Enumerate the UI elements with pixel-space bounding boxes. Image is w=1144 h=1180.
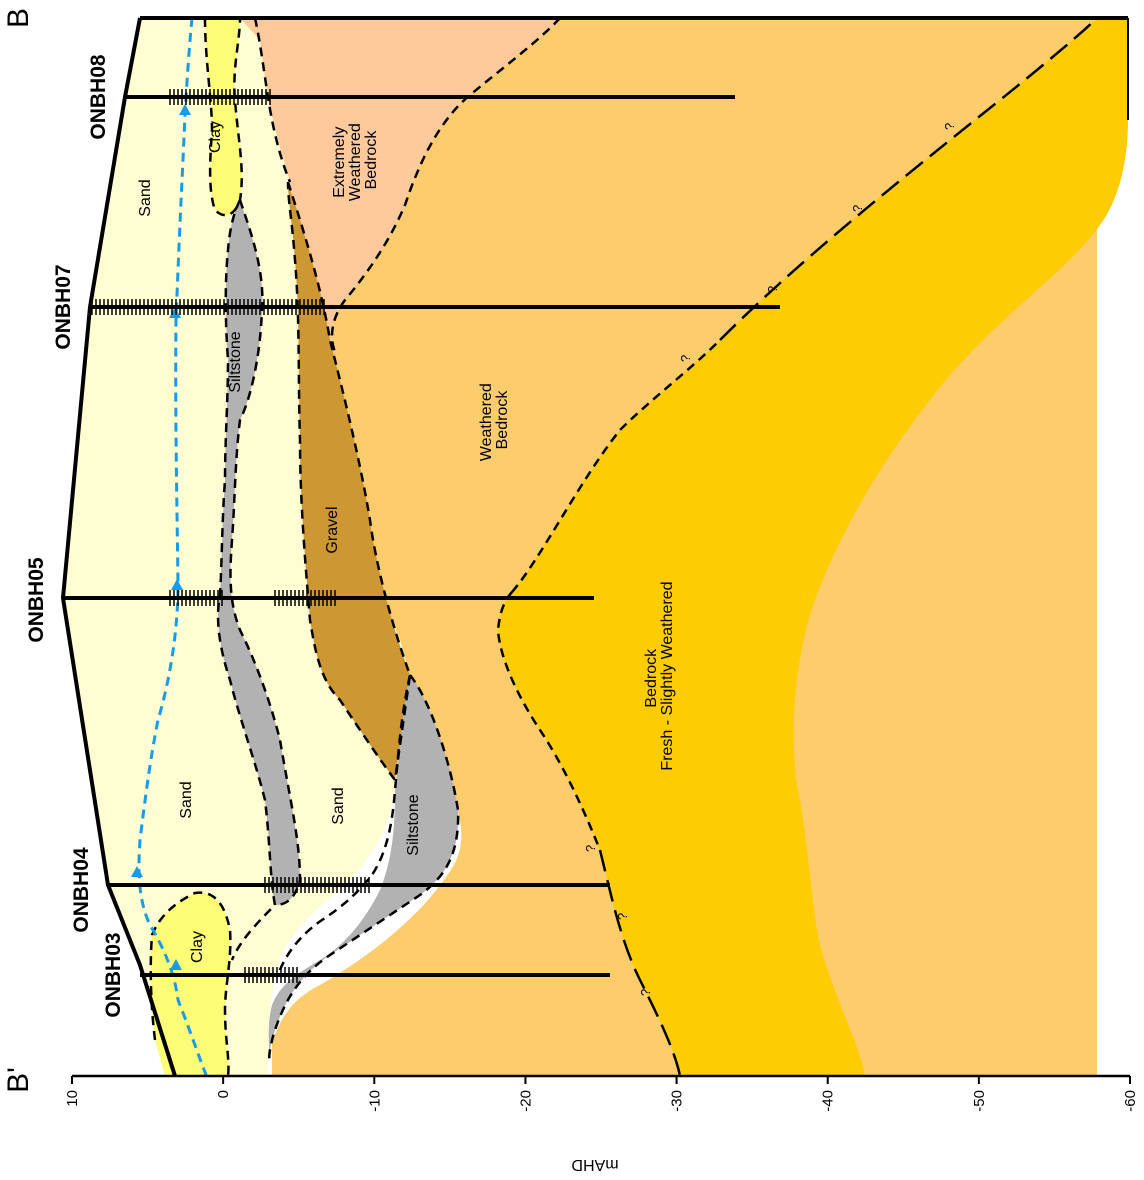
uncertainty-mark: ? [850,205,865,212]
water-table-marker [179,104,191,115]
water-table-marker [171,579,183,590]
axis-tick-label: -60 [1122,1090,1139,1112]
uncertainty-mark: ? [638,989,653,996]
uncertainty-mark: ? [678,355,693,362]
unit-label-siltstone-lower: Siltstone [405,794,422,855]
water-table-marker [169,307,181,318]
unit-label-gravel: Gravel [324,506,341,553]
ext-weathered-base-boundary [253,17,292,183]
unit-label-extremely-weathered: Extremely Weathered Bedrock [331,119,380,201]
clay-left-unit [150,892,231,1076]
bedrock-contact [598,17,1098,1077]
siltstone-upper-unit [218,200,300,905]
clay-right-unit [205,18,242,216]
axis-tick-label: -30 [669,1090,686,1112]
labels: B' B ONBH03 ONBH04 ONBH05 ONBH07 ONBH08 … [2,8,957,1093]
unit-label-weathered-line: Weathered [478,383,495,461]
unit-label-clay-left: Clay [189,931,206,963]
borehole-screens [91,89,370,983]
axis-tick-label: -20 [517,1090,534,1112]
unit-label-bedrock-line: Bedrock [643,648,660,708]
water-table-marker [131,866,143,877]
unit-label-siltstone-upper: Siltstone [227,331,244,392]
uncertainty-mark: ? [765,286,780,293]
unit-label-clay-right: Clay [207,121,224,153]
section-end-right: B [2,8,35,28]
unit-label-extremely-weathered-line: Extremely [331,127,348,198]
sand-lower-boundary [276,674,412,976]
gravel-unit [288,182,410,780]
axis-tick-label: 10 [64,1090,81,1107]
axis-tick-label: -50 [971,1090,988,1112]
borehole-label-onbh08: ONBH08 [87,54,110,140]
gravel-boundary [286,181,412,784]
unit-label-sand-lower: Sand [330,787,347,824]
axis-tick-label: -40 [820,1090,837,1112]
unit-label-sand-upper-right: Sand [137,179,154,216]
siltstone-lower-unit [268,675,459,1060]
siltstone-upper-top-boundary [216,199,277,961]
unit-label-weathered-line: Bedrock [494,390,511,450]
weathered-base-boundary-lower [496,591,602,851]
axis-tick-label: -10 [366,1090,383,1112]
unit-label-sand-upper-left: Sand [178,781,195,818]
uncertainty-mark: ? [615,913,630,920]
water-table [131,17,210,1081]
borehole-label-onbh04: ONBH04 [70,847,93,933]
unit-label-extremely-weathered-line: Weathered [347,123,364,201]
section-end-left: B' [2,1067,35,1093]
weathered-base-boundary-upper [511,339,721,593]
bedrock-contact-upper [719,17,1098,341]
uncertainty-mark: ? [942,123,957,130]
unit-label-weathered: Weathered Bedrock [478,379,511,461]
unit-label-bedrock: Bedrock Fresh - Slightly Weathered [643,581,676,770]
axis-tick-label: 0 [215,1090,232,1098]
siltstone-upper-base-boundary [229,199,302,907]
unit-label-extremely-weathered-line: Bedrock [363,130,380,190]
extremely-weathered-unit [240,18,560,352]
borehole-label-onbh03: ONBH03 [102,932,125,1017]
borehole-label-onbh05: ONBH05 [25,557,48,643]
borehole-label-onbh07: ONBH07 [52,264,75,349]
unit-label-bedrock-line: Fresh - Slightly Weathered [659,581,676,770]
sand-unit [63,18,410,1076]
water-table-line [137,17,210,1081]
depth-axis: 10 0 -10 -20 -30 -40 -50 -60 [64,1076,1139,1112]
axis-title: mAHD [571,1156,618,1173]
uncertainty-mark: ? [583,845,598,852]
water-table-marker [170,959,182,970]
unit-fills [63,18,1128,1076]
bedrock-contact-lower [598,849,682,1077]
fresh-bedrock-unit [498,18,1128,1076]
